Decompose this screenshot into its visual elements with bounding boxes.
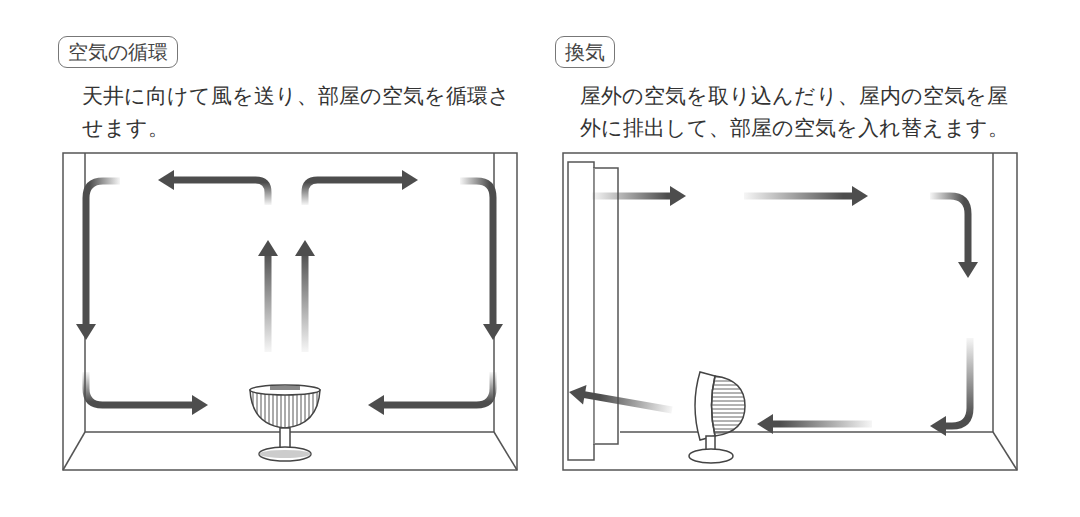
arrow-head bbox=[958, 262, 978, 278]
airflow-arrow bbox=[944, 338, 970, 426]
airflow-arrows bbox=[76, 170, 978, 436]
heading-tag: 換気 bbox=[555, 36, 615, 68]
room-right bbox=[563, 153, 1017, 470]
airflow-arrow bbox=[305, 180, 404, 205]
arrow-head bbox=[258, 240, 278, 256]
heading-tag: 空気の循環 bbox=[58, 36, 178, 68]
airflow-arrow bbox=[930, 196, 968, 264]
window bbox=[568, 162, 618, 460]
arrow-head bbox=[192, 395, 208, 415]
arrow-head bbox=[295, 240, 315, 256]
arrow-head bbox=[930, 416, 946, 436]
airflow-arrow bbox=[86, 372, 194, 405]
arrow-head bbox=[76, 324, 96, 340]
arrow-head bbox=[402, 170, 418, 190]
room-left bbox=[63, 153, 517, 470]
arrow-head bbox=[158, 170, 174, 190]
description-text: 天井に向けて風を送り、部屋の空気を循環させます。 bbox=[82, 80, 514, 144]
arrow-head bbox=[670, 186, 686, 206]
airflow-arrow bbox=[302, 254, 309, 352]
airflow-arrow bbox=[86, 181, 120, 326]
circulator-fan-side bbox=[689, 372, 745, 463]
arrow-head bbox=[569, 385, 586, 405]
arrow-head bbox=[757, 414, 773, 434]
heading-text: 空気の循環 bbox=[68, 39, 168, 65]
airflow-arrow bbox=[265, 254, 272, 352]
arrow-head bbox=[852, 186, 868, 206]
arrow-head bbox=[368, 395, 384, 415]
airflow-arrow bbox=[460, 181, 493, 326]
airflow-arrow bbox=[771, 421, 872, 428]
description-text: 屋外の空気を取り込んだり、屋内の空気を屋外に排出して、部屋の空気を入れ替えます。 bbox=[580, 80, 1012, 144]
airflow-arrow bbox=[382, 372, 493, 405]
airflow-arrow bbox=[592, 193, 672, 200]
circulator-fan bbox=[250, 385, 320, 461]
airflow-arrow bbox=[744, 193, 854, 200]
airflow-arrow bbox=[583, 394, 672, 410]
arrow-head bbox=[483, 324, 503, 340]
airflow-arrow bbox=[172, 180, 268, 205]
heading-text: 換気 bbox=[565, 39, 605, 65]
